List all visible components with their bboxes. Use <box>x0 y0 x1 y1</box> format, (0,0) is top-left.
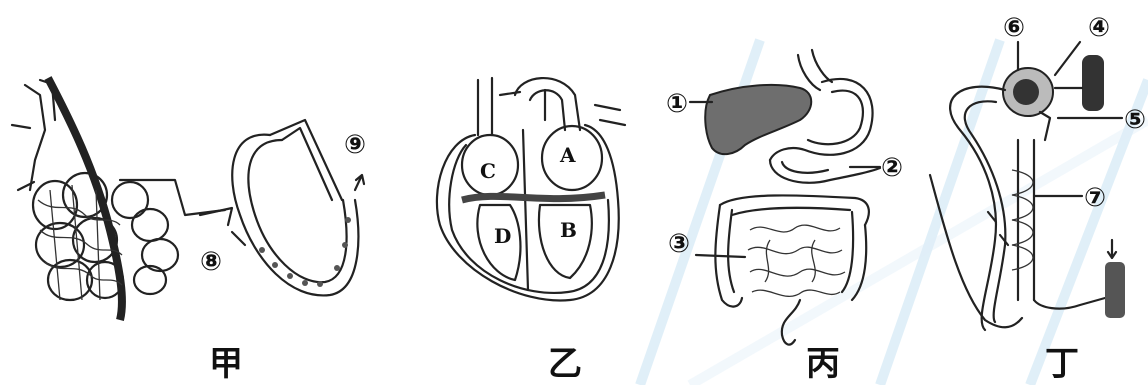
label-8: ⑧ <box>200 247 222 277</box>
liver <box>705 85 811 154</box>
label-9: ⑨ <box>344 130 366 160</box>
small-intestine <box>748 225 845 296</box>
label-1: ① <box>666 89 688 119</box>
caption-ding: 丁 <box>1045 336 1079 385</box>
chamber-d: D <box>494 224 511 248</box>
label-4: ④ <box>1088 13 1110 43</box>
label-5: ⑤ <box>1124 105 1146 135</box>
caption-bing: 丙 <box>806 336 840 385</box>
chamber-a: A <box>559 143 576 167</box>
chamber-b: B <box>560 218 577 242</box>
alveoli-diagram: ⑧ ⑨ <box>12 78 366 320</box>
label-6: ⑥ <box>1003 13 1025 43</box>
caption-yi: 乙 <box>548 336 582 385</box>
label-3: ③ <box>668 229 690 259</box>
chamber-c: C <box>480 159 496 183</box>
label-7: ⑦ <box>1084 183 1106 213</box>
heart-diagram: C A D B <box>437 78 625 300</box>
watermark <box>640 40 1148 385</box>
caption-jia: 甲 <box>209 336 243 385</box>
label-2: ② <box>881 153 903 183</box>
